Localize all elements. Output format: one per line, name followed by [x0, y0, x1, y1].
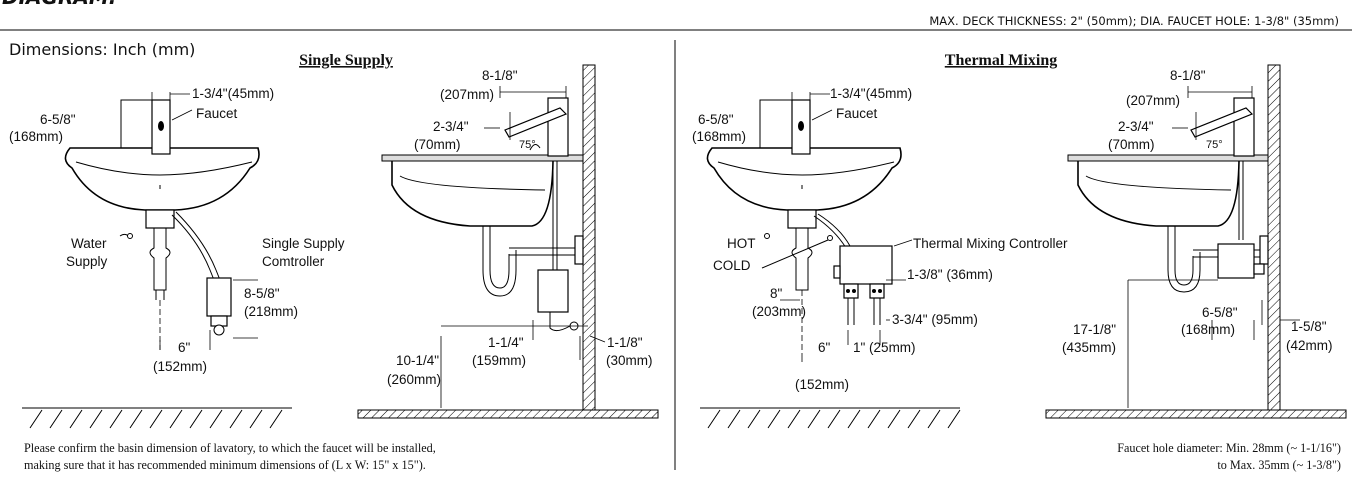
single-offset-in: 6" — [178, 340, 191, 355]
single-front-dimensions — [119, 92, 258, 350]
thermal-box-in: 6-5/8" — [1202, 305, 1238, 320]
single-floor-in: 10-1/4" — [396, 353, 439, 368]
single-side-plumbing — [482, 161, 584, 332]
thermal-side-basin — [1067, 154, 1269, 227]
thermal-angle: 75° — [1206, 139, 1223, 151]
single-reach-in: 8-1/8" — [482, 68, 518, 83]
single-front-faucet — [120, 99, 171, 155]
single-supply-title: Single Supply — [299, 52, 393, 69]
thermal-front-drain — [791, 228, 813, 355]
basin-note-line-2: making sure that it has recommended mini… — [24, 458, 426, 472]
thermal-front-basin — [706, 147, 902, 229]
cold-label: COLD — [713, 258, 751, 273]
single-spout-mm: (70mm) — [414, 137, 461, 152]
single-sensor-mm: (159mm) — [472, 353, 526, 368]
single-angle: 75° — [519, 139, 536, 151]
thermal-floor-in: 17-1/8" — [1073, 322, 1116, 337]
single-side-dimensions — [440, 320, 606, 408]
thermal-dim-2: 3-3/4" (95mm) — [892, 312, 978, 327]
single-floor-mm: (260mm) — [387, 372, 441, 387]
thermal-reach-in: 8-1/8" — [1170, 68, 1206, 83]
single-controller-label-2: Comtroller — [262, 254, 325, 269]
hot-label: HOT — [727, 236, 756, 251]
single-supply-panel: Single Supply — [9, 52, 659, 472]
single-sensor-in: 1-1/4" — [488, 335, 524, 350]
units-label: Dimensions: Inch (mm) — [9, 40, 195, 59]
thermal-mixing-title: Thermal Mixing — [945, 52, 1057, 69]
thermal-side-dimensions — [1127, 279, 1300, 408]
thermal-front-faucet — [759, 99, 811, 155]
thermal-faucet-label: Faucet — [836, 106, 878, 121]
single-height-in: 6-5/8" — [40, 112, 76, 127]
thermal-dim-1: 1-3/8" (36mm) — [907, 267, 993, 282]
thermal-offset-mm: (152mm) — [795, 377, 849, 392]
thermal-mixing-panel: Thermal Mixing — [692, 52, 1347, 472]
thermal-controller-label: Thermal Mixing Controller — [913, 236, 1068, 251]
single-side-wall — [357, 64, 659, 419]
thermal-reach-mm: (207mm) — [1126, 93, 1180, 108]
single-ctrl-height-in: 8-5/8" — [244, 286, 280, 301]
single-front-floor — [22, 407, 292, 429]
thermal-height-mm: (168mm) — [692, 129, 746, 144]
thermal-front-floor — [700, 407, 961, 429]
thermal-depth-in: 8" — [770, 286, 783, 301]
thermal-box-mm: (168mm) — [1181, 322, 1235, 337]
faucet-hole-note-line-1: Faucet hole diameter: Min. 28mm (~ 1-1/1… — [1117, 441, 1341, 455]
thermal-height-in: 6-5/8" — [698, 112, 734, 127]
single-side-basin — [381, 154, 584, 227]
thermal-offset-in: 6" — [818, 340, 831, 355]
thermal-mixing-controller — [813, 213, 893, 325]
single-faucet-label: Faucet — [196, 106, 238, 121]
thermal-side-plumbing — [1167, 161, 1269, 293]
thermal-wall-in: 1-5/8" — [1291, 319, 1327, 334]
supply-label: Supply — [66, 254, 108, 269]
thermal-spout-in: 2-3/4" — [1118, 119, 1154, 134]
single-reach-mm: (207mm) — [440, 87, 494, 102]
single-supply-hose — [171, 211, 221, 281]
single-offset-mm: (152mm) — [153, 359, 207, 374]
single-side-faucet — [484, 86, 569, 157]
diagram-heading: DIAGRAM: — [2, 0, 117, 9]
single-supply-controller — [206, 277, 232, 336]
water-label: Water — [71, 236, 107, 251]
thermal-faucet-width: 1-3/4"(45mm) — [830, 86, 912, 101]
single-front-basin — [64, 147, 260, 229]
single-controller-label-1: Single Supply — [262, 236, 345, 251]
thermal-side-faucet — [1172, 86, 1255, 157]
thermal-dim-3: 1" (25mm) — [853, 340, 916, 355]
basin-note-line-1: Please confirm the basin dimension of la… — [24, 441, 436, 455]
single-front-drain — [149, 228, 171, 350]
thermal-depth-mm: (203mm) — [752, 304, 806, 319]
thermal-front-dimensions — [761, 92, 913, 362]
single-ctrl-height-mm: (218mm) — [244, 304, 298, 319]
faucet-hole-note-line-2: to Max. 35mm (~ 1-3/8") — [1217, 458, 1341, 472]
single-wall-mm: (30mm) — [606, 353, 653, 368]
thermal-floor-mm: (435mm) — [1062, 340, 1116, 355]
deck-thickness-note: MAX. DECK THICKNESS: 2" (50mm); DIA. FAU… — [929, 14, 1339, 28]
single-spout-in: 2-3/4" — [433, 119, 469, 134]
thermal-spout-mm: (70mm) — [1108, 137, 1155, 152]
single-height-mm: (168mm) — [9, 129, 63, 144]
single-wall-in: 1-1/8" — [607, 335, 643, 350]
thermal-wall-mm: (42mm) — [1286, 338, 1333, 353]
single-faucet-width: 1-3/4"(45mm) — [192, 86, 274, 101]
